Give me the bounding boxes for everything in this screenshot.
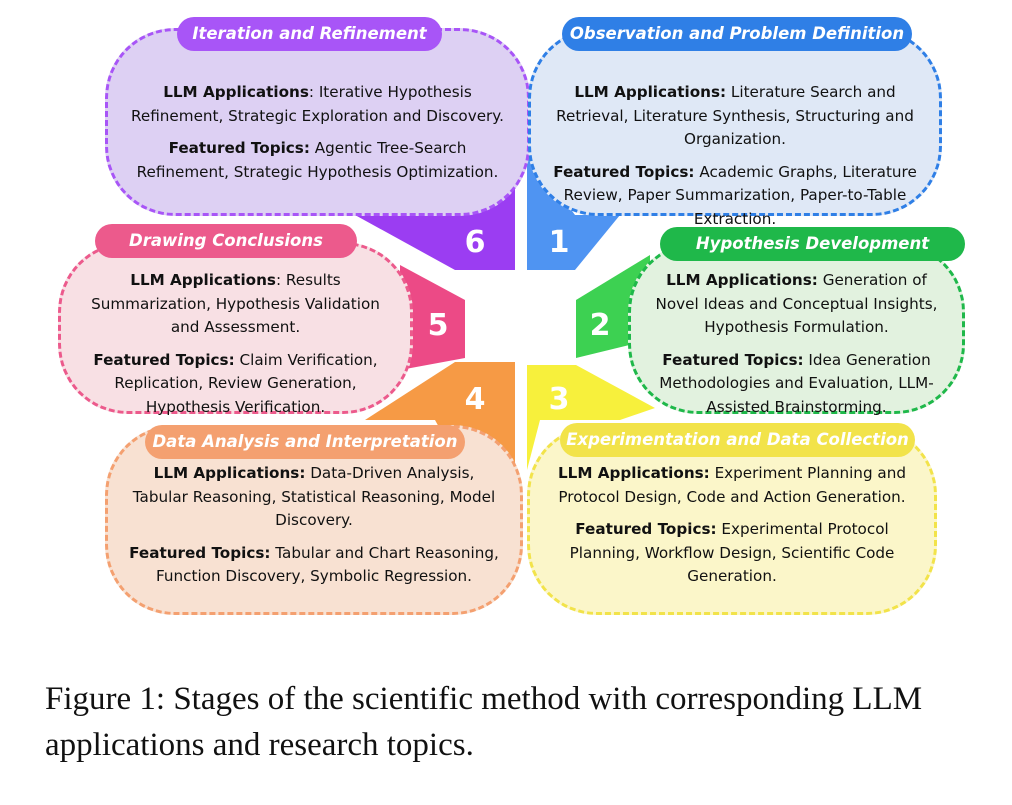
stage-4-topics-label: Featured Topics: [129,543,271,562]
arrow-stage-3 [527,365,655,470]
figure-caption: Figure 1: Stages of the scientific metho… [45,681,923,763]
stage-1-apps-label: LLM Applications: [574,83,727,101]
arrow-stage-1 [527,150,620,270]
stage-2-topics-text: Idea Generation Methodologies and Evalua… [659,350,934,416]
stage-3-apps-label: LLM Applications: [558,464,710,482]
stage-2-apps-text: Generation of Novel Ideas and Conceptual… [655,271,938,336]
stage-2-text: LLM Applications: Generation of Novel Id… [631,269,962,428]
stage-5-topics-label: Featured Topics: [93,350,235,369]
stage-6-number: 6 [464,225,486,260]
stage-4-apps-text: Data-Driven Analysis, Tabular Reasoning,… [132,464,496,529]
stage-3-number: 3 [548,382,570,417]
stage-4-topics-text: Tabular and Chart Reasoning, Function Di… [156,543,499,586]
stage-1-apps-text: Literature Search and Retrieval, Literat… [556,83,914,148]
stage-5-topics-text: Claim Verification, Replication, Review … [114,350,378,416]
stage-4-number: 4 [464,382,486,417]
stage-6-text: LLM Applications: Iterative Hypothesis R… [108,81,527,193]
stage-1-title: Observation and Problem Definition [562,17,912,51]
stage-4-apps-label: LLM Applications: [153,464,306,482]
stage-6-apps-label: LLM Applications [163,83,309,101]
stage-1-box: LLM Applications: Literature Search and … [528,28,942,228]
stage-2-topics-label: Featured Topics: [662,350,804,369]
stage-1-topics-text: Academic Graphs, Literature Review, Pape… [563,162,917,228]
stage-5-text: LLM Applications: Results Summarization,… [61,269,410,428]
stage-5-number: 5 [427,308,449,343]
stage-2-title: Hypothesis Development [660,227,965,261]
stage-5-title: Drawing Conclusions [95,224,357,258]
stage-3-text: LLM Applications: Experiment Planning an… [530,462,934,598]
stage-3-title: Experimentation and Data Collection [560,423,915,457]
stage-5-apps-label: LLM Applications [130,271,276,289]
stage-2-box: LLM Applications: Generation of Novel Id… [628,242,965,416]
stage-3-apps-text: Experiment Planning and Protocol Design,… [558,464,906,506]
stage-5-apps-text: : Results Summarization, Hypothesis Vali… [91,271,380,336]
stage-6-title: Iteration and Refinement [177,17,442,51]
arrow-stage-5 [400,265,465,370]
stage-1-text: LLM Applications: Literature Search and … [531,81,939,240]
stage-2-apps-label: LLM Applications: [666,271,818,289]
stage-2-number: 2 [589,308,611,343]
stage-4-text: LLM Applications: Data-Driven Analysis, … [108,462,520,598]
stage-6-box: LLM Applications: Iterative Hypothesis R… [105,28,530,216]
stage-3-topics-label: Featured Topics: [575,520,717,538]
stage-6-topics-label: Featured Topics: [168,139,310,157]
stage-4-title: Data Analysis and Interpretation [145,425,465,459]
stage-1-number: 1 [548,225,570,260]
stage-5-box: LLM Applications: Results Summarization,… [58,242,413,416]
stage-3-topics-text: Experimental Protocol Planning, Workflow… [569,520,895,585]
stage-6-apps-text: : Iterative Hypothesis Refinement, Strat… [131,83,504,125]
stage-6-topics-text: Agentic Tree-Search Refinement, Strategi… [136,139,499,181]
stage-1-topics-label: Featured Topics: [553,162,695,181]
